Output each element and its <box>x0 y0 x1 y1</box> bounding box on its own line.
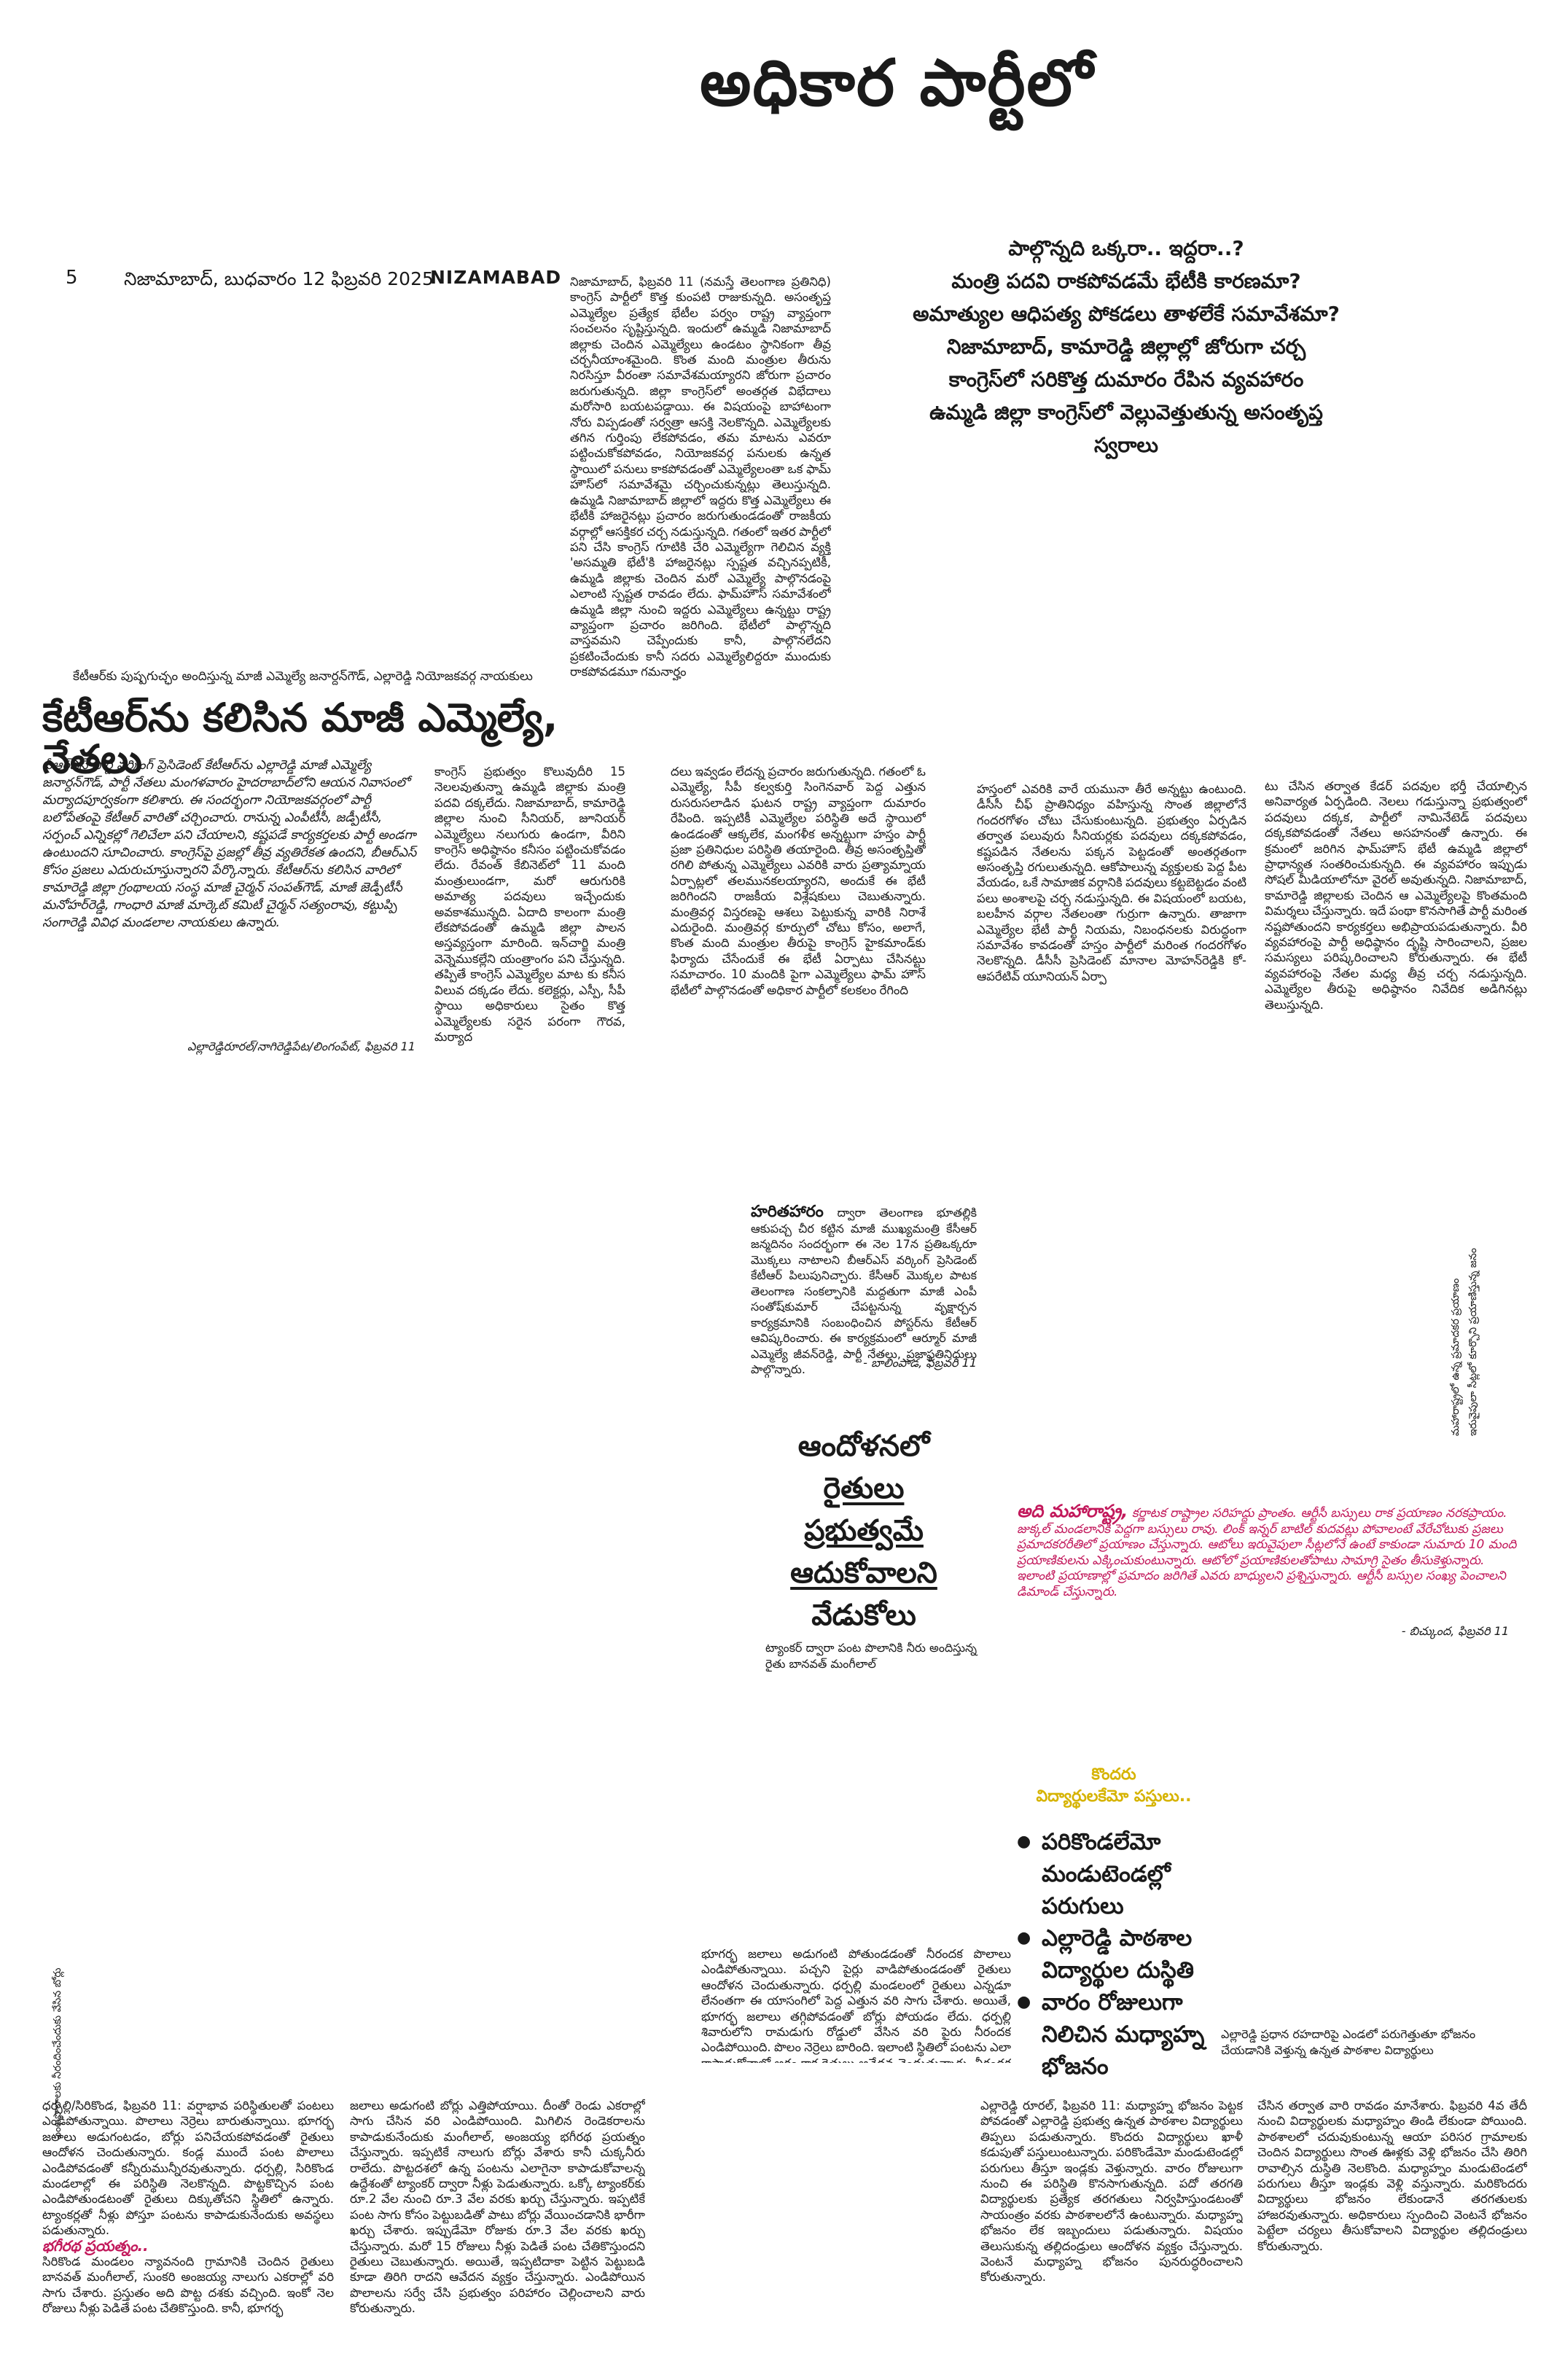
school-box-heading-line: విద్యార్థులకేమో పస్తులు.. <box>1036 1787 1192 1806</box>
school-story-column-2: చేసిన తర్వాత వారి రావడం మానేశారు. ఫిబ్రవ… <box>1257 2098 1527 2338</box>
protest-line: ఆదుకోవాలని <box>790 1556 937 1590</box>
school-story-column-1: ఎల్లారెడ్డి రూరల్, ఫిబ్రవరి 11: మధ్యాహ్న… <box>980 2098 1243 2338</box>
maharashtra-text: కర్ణాటక రాష్ట్రాల సరిహద్దు ప్రాంతం. ఆర్ట… <box>1017 1506 1517 1599</box>
edition-label: NIZAMABAD <box>430 267 562 288</box>
ktr-photo-caption: కేటీఆర్‌కు పుష్పగుచ్ఛం అందిస్తున్న మాజీ … <box>73 669 533 684</box>
haritha-story: హరితహారం ద్వారా తెలంగాణ భూతల్లికి ఆకుపచ్… <box>751 1204 977 1379</box>
protest-line: ప్రభుత్వమే <box>804 1514 924 1548</box>
dateline: నిజామాబాద్, బుధవారం 12 ఫిబ్రవరి 2025 <box>124 268 434 289</box>
headline-deck: పాల్గొన్నది ఒక్కరా.. ఇద్దరా..? మంత్రి పద… <box>908 232 1345 461</box>
page-number: 5 <box>66 267 78 289</box>
bullet-item: వారం రోజులుగా నిలిచిన మధ్యాహ్న భోజనం <box>1017 1986 1250 2083</box>
maharashtra-lead: అది మహారాష్ట్ర, <box>1017 1504 1128 1521</box>
story-text: ధర్పల్లి/సిరికొండ, ఫిబ్రవరి 11: వర్షాభావ… <box>42 2099 334 2238</box>
story-text: సిరికొండ మండలం న్యావనంది గ్రామానికి చెంద… <box>42 2255 334 2316</box>
vertical-caption-right-1: మహారాష్ట్రలో ఉన్న ప్రమాదకర ప్రయాణం <box>1450 1278 1462 1436</box>
school-box-heading-line: కొందరు <box>1091 1766 1136 1784</box>
bullet-item: ఎల్లారెడ్డి పాఠశాల విద్యార్థుల దుస్థితి <box>1017 1922 1250 1986</box>
vertical-caption-right-2: ఇరువైపులా సీట్లలో కూర్చొని ప్రయాణిస్తున్… <box>1467 1248 1479 1436</box>
story-text: హస్తంలో ఎవరికి వారే యమునా తీరే అన్నట్టు … <box>977 782 1246 983</box>
main-story-column-2: కాంగ్రెస్ ప్రభుత్వం కొలువుదీరి 15 నెలలవు… <box>434 764 625 1099</box>
deck-line: పాల్గొన్నది ఒక్కరా.. ఇద్దరా..? <box>1008 236 1244 260</box>
story-text: దలు ఇవ్వడం లేదన్న ప్రచారం జరుగుతున్నది. … <box>671 765 926 997</box>
school-box-bullets: పరికొండలేమో మండుటెండల్లో పరుగులు ఎల్లారె… <box>1017 1826 1250 2083</box>
protest-line: రైతులు <box>823 1472 905 1505</box>
protest-line: ఆందోళనలో <box>797 1429 930 1463</box>
main-story-column-5: టు చేసిన తర్వాత కేడర్ పదవుల భర్తీ చేయాల్… <box>1265 779 1527 1099</box>
farmer-story-column-3: భూగర్భ జలాలు అడుగంటి పోతుండడంతో నీరందక ప… <box>701 1946 1011 2063</box>
deck-line: కాంగ్రెస్‌లో సరికొత్త దుమారం రేపిన వ్యవహ… <box>948 367 1304 391</box>
protest-headline: ఆందోళనలో రైతులు ప్రభుత్వమే ఆదుకోవాలని వే… <box>773 1425 955 1636</box>
story-text: భూగర్భ జలాలు అడుగంటి పోతుండడంతో నీరందక ప… <box>701 1947 1011 2063</box>
deck-line: నిజామాబాద్, కామారెడ్డి జిల్లాల్లో జోరుగా… <box>946 335 1306 359</box>
story-text: ఎల్లారెడ్డి రూరల్, ఫిబ్రవరి 11: మధ్యాహ్న… <box>980 2099 1243 2285</box>
school-photo-caption: ఎల్లారెడ్డి ప్రధాన రహదారిపై ఎండలో పరుగెత… <box>1221 2027 1476 2057</box>
ktr-headline: కేటీఆర్‌ను కలిసిన మాజీ ఎమ్మెల్యే, నేతలు <box>42 695 558 782</box>
farmer-story-column-2: జలాలు అడుగంటి బోర్లు ఎత్తిపోయాయి. దీంతో … <box>350 2098 645 2338</box>
school-box-heading: కొందరు విద్యార్థులకేమో పస్తులు.. <box>1019 1764 1209 1808</box>
protest-line: వేడుకోలు <box>811 1599 916 1632</box>
main-story-column-3: దలు ఇవ్వడం లేదన్న ప్రచారం జరుగుతున్నది. … <box>671 764 926 1085</box>
maharashtra-byline: - బిచ్కుంద, ఫిబ్రవరి 11 <box>1401 1624 1509 1638</box>
main-story-column-1: నిజామాబాద్, ఫిబ్రవరి 11 (నమస్తే తెలంగాణ … <box>570 274 831 711</box>
deck-line: ఉమ్మడి జిల్లా కాంగ్రెస్‌లో వెల్లువెత్తుత… <box>929 400 1323 457</box>
story-text: జలాలు అడుగంటి బోర్లు ఎత్తిపోయాయి. దీంతో … <box>350 2099 645 2316</box>
story-text: చేసిన తర్వాత వారి రావడం మానేశారు. ఫిబ్రవ… <box>1257 2099 1527 2253</box>
deck-line: అమాత్యుల ఆధిపత్య పోకడలు తాళలేకే సమావేశమా… <box>913 302 1340 326</box>
ktr-byline: ఎల్లారెడ్డిరూరల్/నాగిరెడ్డిపేట/లింగంపేట్… <box>187 1039 415 1053</box>
ktr-story-text: బీఆర్‌ఎస్ పార్టీ వర్కింగ్ ప్రెసిడెంట్ కే… <box>42 758 417 930</box>
story-text: నిజామాబాద్, ఫిబ్రవరి 11 (నమస్తే తెలంగాణ … <box>570 275 831 679</box>
maharashtra-story: అది మహారాష్ట్ర, కర్ణాటక రాష్ట్రాల సరిహద్… <box>1017 1504 1520 1635</box>
farmer-subhead: భగీరథ ప్రయత్నం.. <box>42 2236 149 2255</box>
vertical-caption-left: పంటపొలాలకు నీరందించేందుకు వేసిన బోర్లు <box>52 1967 63 2139</box>
haritha-text: ద్వారా తెలంగాణ భూతల్లికి ఆకుపచ్చ చీర కట్… <box>751 1206 977 1376</box>
farmer-story-column-1: ధర్పల్లి/సిరికొండ, ఫిబ్రవరి 11: వర్షాభావ… <box>42 2098 334 2338</box>
deck-line: మంత్రి పదవి రాకపోవడమే భేటీకి కారణమా? <box>951 269 1301 293</box>
masthead-title: అధికార పార్టీలో <box>700 45 1095 120</box>
story-text: టు చేసిన తర్వాత కేడర్ పదవుల భర్తీ చేయాల్… <box>1265 779 1527 1012</box>
haritha-kicker: హరితహారం <box>751 1204 824 1221</box>
main-story-column-4: హస్తంలో ఎవరికి వారే యమునా తీరే అన్నట్టు … <box>977 781 1246 1095</box>
haritha-byline: - బాలింపాడ, ఫిబ్రవరి 11 <box>863 1356 977 1370</box>
story-text: కాంగ్రెస్ ప్రభుత్వం కొలువుదీరి 15 నెలలవు… <box>434 765 625 1044</box>
protest-photo-caption: ట్యాంకర్ ద్వారా పంట పొలానికి నీరు అందిస్… <box>765 1641 977 1671</box>
bullet-item: పరికొండలేమో మండుటెండల్లో పరుగులు <box>1017 1826 1250 1922</box>
ktr-story-body: బీఆర్‌ఎస్ పార్టీ వర్కింగ్ ప్రెసిడెంట్ కే… <box>42 757 421 1063</box>
